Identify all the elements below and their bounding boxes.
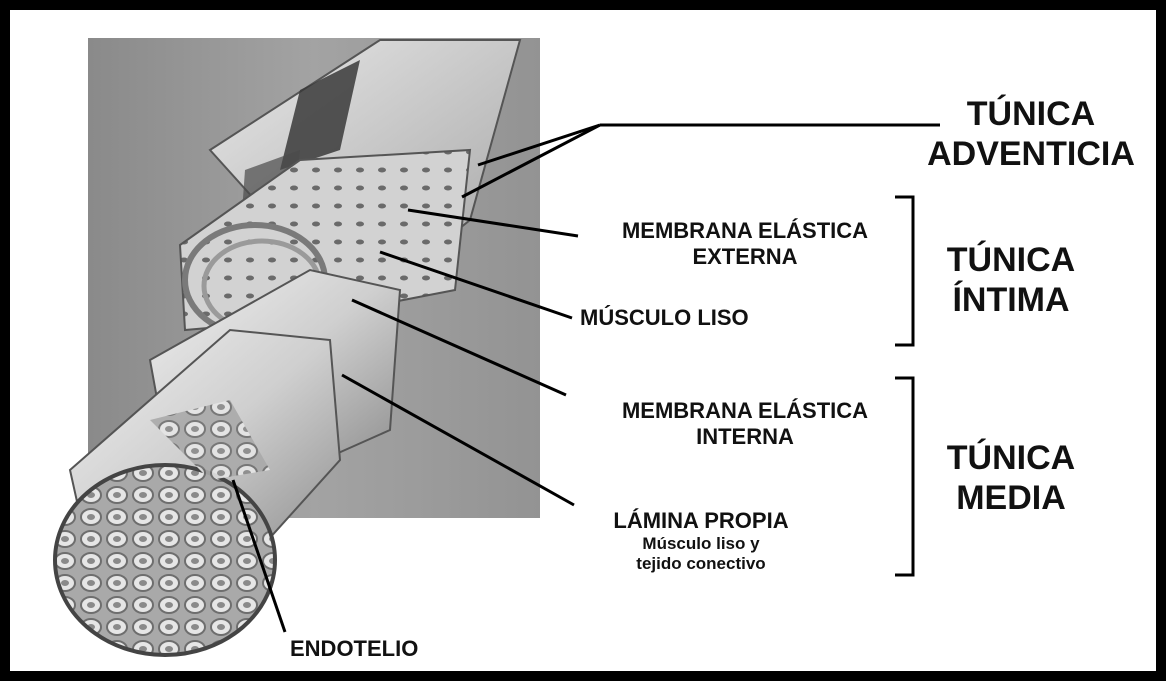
label-tunica-adventicia: TÚNICA ADVENTICIA bbox=[916, 94, 1146, 174]
label-musculo-liso: MÚSCULO LISO bbox=[580, 305, 840, 331]
label-tunica-intima: TÚNICA ÍNTIMA bbox=[926, 240, 1096, 320]
lamina-propia-subtitle-2: tejido conectivo bbox=[566, 554, 836, 574]
label-membrana-elastica-externa: MEMBRANA ELÁSTICA EXTERNA bbox=[580, 218, 910, 270]
label-tunica-media: TÚNICA MEDIA bbox=[926, 438, 1096, 518]
endothelium-lumen bbox=[55, 465, 275, 655]
label-membrana-elastica-interna: MEMBRANA ELÁSTICA INTERNA bbox=[580, 398, 910, 450]
label-endotelio: ENDOTELIO bbox=[290, 636, 470, 662]
lamina-propia-subtitle-1: Músculo liso y bbox=[566, 534, 836, 554]
label-lamina-propia: LÁMINA PROPIA Músculo liso y tejido cone… bbox=[566, 508, 836, 574]
lamina-propia-title: LÁMINA PROPIA bbox=[566, 508, 836, 534]
